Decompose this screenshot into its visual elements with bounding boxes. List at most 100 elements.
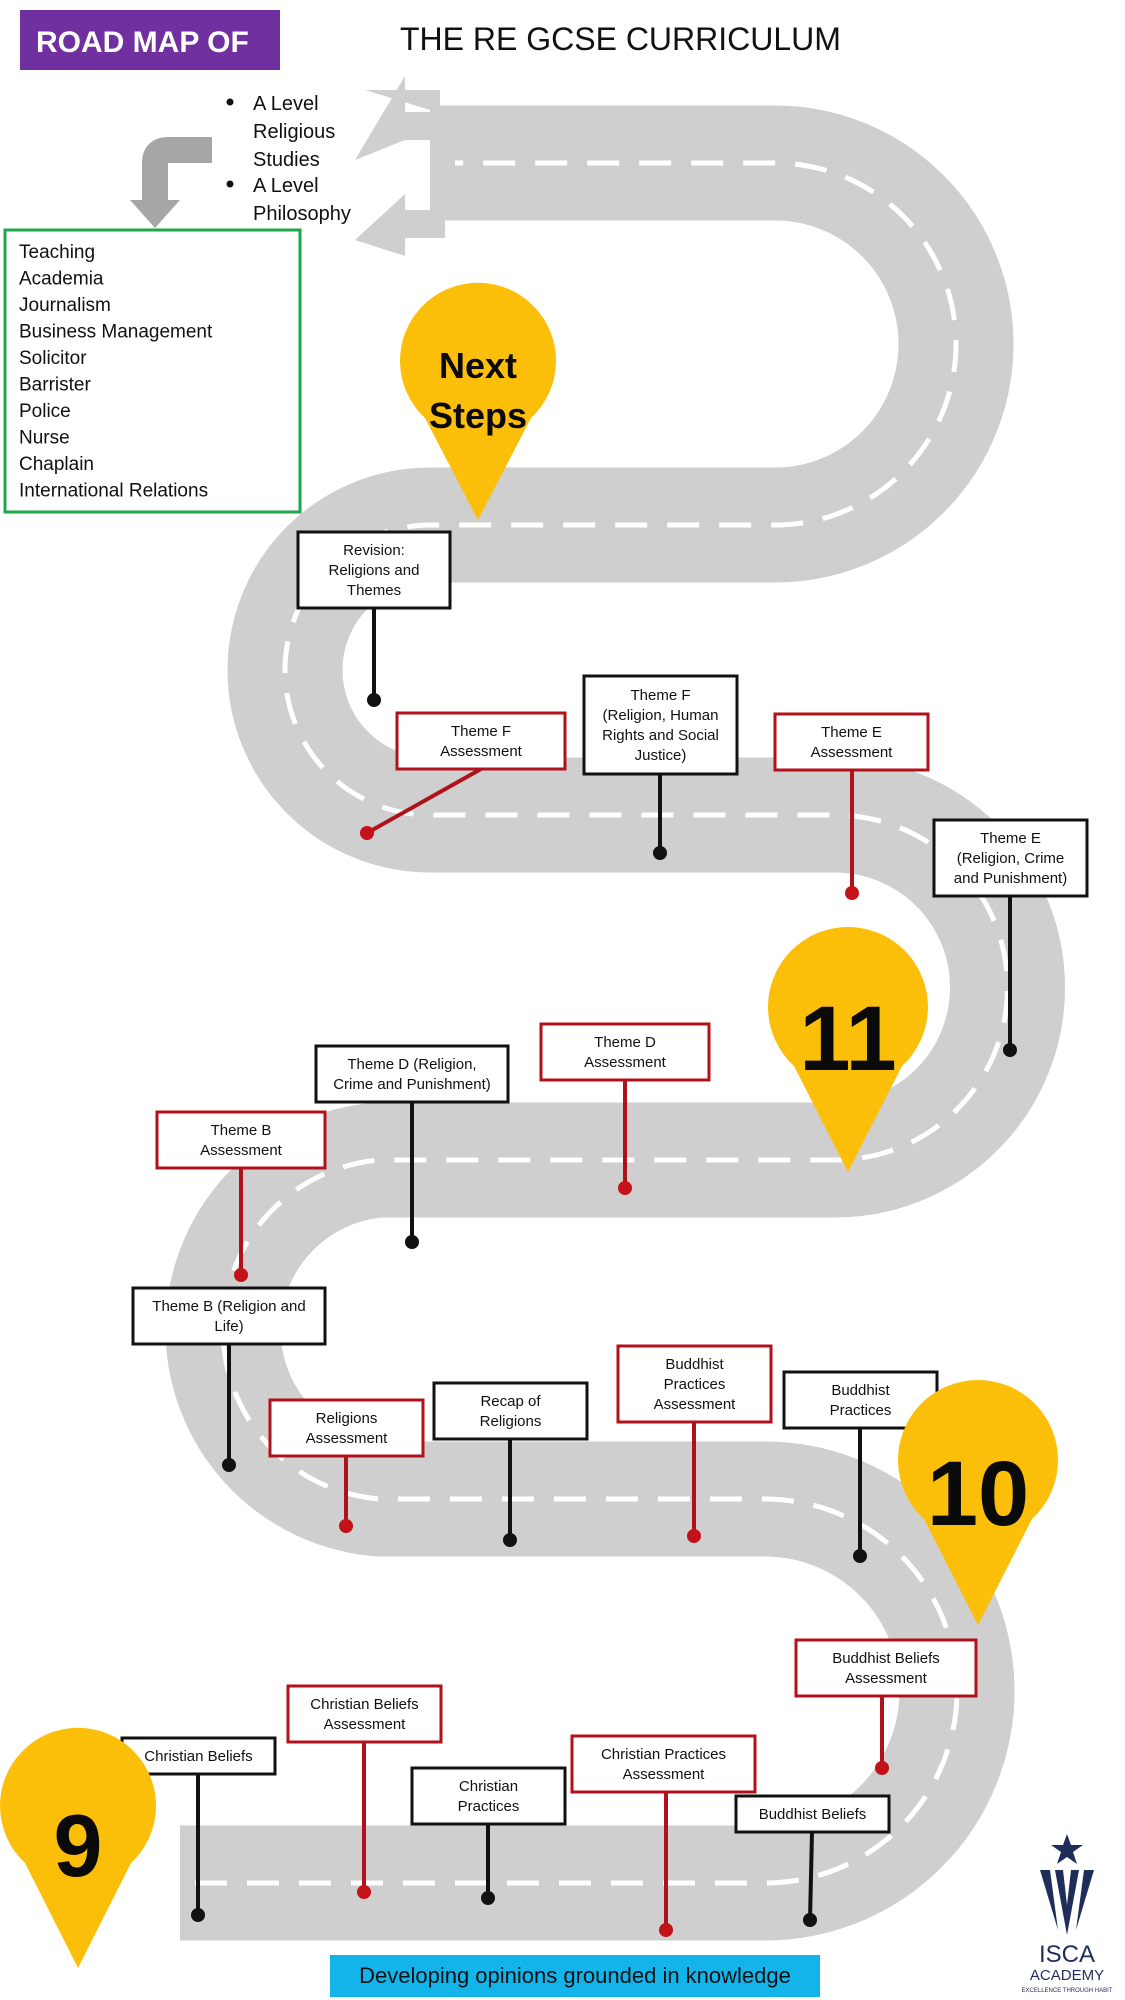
milestone-box: [410, 1766, 567, 1826]
milestone-label: Assessment: [200, 1142, 283, 1159]
milestone-label: Theme E: [980, 830, 1041, 847]
pin-year-11: 11: [768, 926, 929, 1172]
milestone-label: Rights and Social: [602, 727, 719, 744]
pin-year-11-label: 11: [799, 988, 896, 1090]
milestone-dot: [875, 1761, 889, 1775]
milestone-box: [773, 712, 930, 772]
milestone-box: [120, 1736, 277, 1776]
milestone-label: Assessment: [811, 744, 894, 761]
arrow-up-left-icon: [355, 76, 445, 160]
milestone-box: [734, 1794, 891, 1834]
milestone-dot: [659, 1923, 673, 1937]
milestone-box: [432, 1381, 589, 1441]
milestone-dot: [339, 1519, 353, 1533]
careers-box-border: [3, 228, 302, 514]
milestone-box: [539, 1022, 711, 1082]
milestone-theme-e: Theme E (Religion, Crime and Punishment): [932, 818, 1089, 1057]
milestone-label: Theme F: [630, 687, 690, 704]
arrow-down-left-icon: [355, 194, 445, 256]
next-option-line: A Level: [253, 175, 319, 197]
pin-next-steps-line: Steps: [429, 395, 527, 436]
milestone-label: (Religion, Human: [603, 707, 719, 724]
milestone-label: Christian Practices: [601, 1746, 726, 1763]
milestone-box: [155, 1110, 327, 1170]
map-pin-icon: [400, 282, 557, 520]
milestone-christian-beliefs: Christian Beliefs: [120, 1736, 277, 1922]
milestone-theme-b-assessment: Theme B Assessment: [155, 1110, 327, 1282]
career-item: International Relations: [19, 481, 208, 502]
milestone-label: Recap of: [480, 1393, 541, 1410]
pin-next-steps: Next Steps: [400, 282, 557, 520]
milestone-box: [582, 674, 739, 776]
bullet-dot: [226, 98, 234, 106]
footer: Developing opinions grounded in knowledg…: [330, 1955, 820, 1997]
milestone-box: [395, 711, 567, 771]
footer-banner: [330, 1955, 820, 1997]
milestone-dot: [503, 1533, 517, 1547]
pin-next-steps-line: Next: [439, 345, 517, 386]
career-item: Academia: [19, 269, 104, 290]
career-item: Journalism: [19, 295, 111, 316]
milestone-label: Assessment: [623, 1766, 706, 1783]
title-badge: [20, 10, 280, 70]
milestone-dot: [360, 826, 374, 840]
map-pin-icon: [0, 1727, 156, 1968]
milestone-dot: [803, 1913, 817, 1927]
milestone-label: Practices: [664, 1376, 726, 1393]
milestone-label: Christian Beliefs: [144, 1748, 252, 1765]
milestone-label: Christian: [459, 1778, 518, 1795]
milestone-label: Assessment: [584, 1054, 667, 1071]
pin-year-9: 9: [0, 1727, 156, 1968]
milestone-label: and Punishment): [954, 870, 1067, 887]
milestone-dot: [653, 846, 667, 860]
career-item: Chaplain: [19, 454, 94, 475]
milestone-label: Buddhist: [665, 1356, 724, 1373]
next-option-line: Studies: [253, 149, 320, 171]
milestone-box: [268, 1398, 425, 1458]
logo-emblem-icon: [1040, 1870, 1094, 1935]
map-pin-icon: [768, 926, 929, 1172]
next-option-line: A Level: [253, 93, 319, 115]
logo-sub: ACADEMY: [1030, 1967, 1104, 1984]
title-badge-text: ROAD MAP OF: [36, 26, 249, 59]
milestone-label: Crime and Punishment): [333, 1076, 491, 1093]
career-item: Business Management: [19, 322, 213, 343]
page-title: THE RE GCSE CURRICULUM: [400, 21, 841, 57]
milestone-label: Revision:: [343, 542, 405, 559]
logo-name: ISCA: [1039, 1941, 1095, 1968]
milestone-box: [296, 530, 452, 610]
milestone-buddhist-beliefs: Buddhist Beliefs: [734, 1794, 891, 1927]
milestone-stem: [366, 767, 482, 835]
map-pin-icon: [898, 1379, 1058, 1625]
milestone-label: Theme E: [821, 724, 882, 741]
milestone-box: [616, 1344, 773, 1424]
star-icon: [1051, 1834, 1083, 1864]
milestone-label: Practices: [458, 1798, 520, 1815]
career-item: Solicitor: [19, 348, 87, 369]
milestone-dot: [845, 886, 859, 900]
milestone-label: Religions and: [329, 562, 420, 579]
milestone-label: Buddhist Beliefs: [832, 1650, 940, 1667]
career-item: Teaching: [19, 242, 95, 263]
milestone-stem: [808, 1831, 814, 1921]
milestone-label: (Religion, Crime: [957, 850, 1065, 867]
bullet-dot: [226, 180, 234, 188]
lane-markings: [195, 160, 1010, 1886]
milestone-dot: [405, 1235, 419, 1249]
milestone-theme-d: Theme D (Religion,Crime and Punishment): [314, 1044, 510, 1249]
milestone-dot: [357, 1885, 371, 1899]
logo-tagline: EXCELLENCE THROUGH HABIT: [1022, 1988, 1113, 1994]
milestone-dot: [618, 1181, 632, 1195]
milestone-box: [932, 818, 1089, 898]
milestone-label: Theme B (Religion and: [152, 1298, 305, 1315]
milestone-label: Assessment: [324, 1716, 407, 1733]
milestone-label: Assessment: [440, 743, 523, 760]
milestone-label: Theme B: [211, 1122, 272, 1139]
